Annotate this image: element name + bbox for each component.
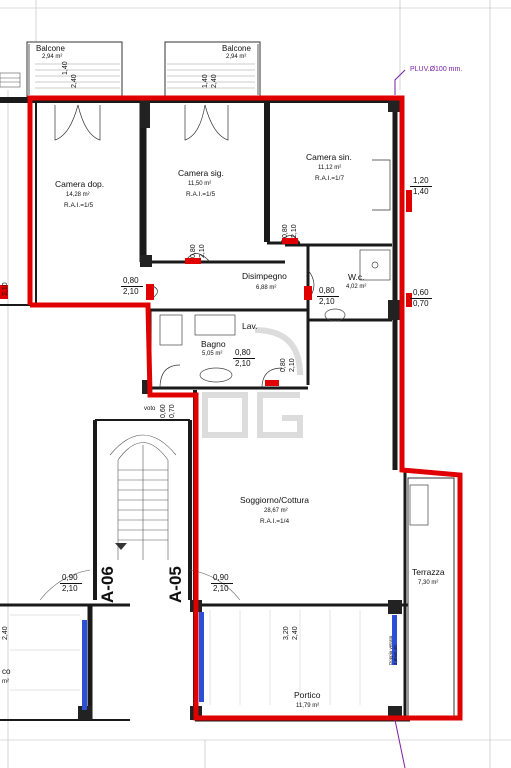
dim-door-wc-a: 0,80 <box>319 286 335 295</box>
portico-hatch <box>10 610 361 705</box>
dim-door-bagno-a: 0,80 <box>235 348 251 357</box>
dim-door-sig-a: 0,80 <box>190 244 197 258</box>
dim-entry-r-a: 0,90 <box>213 573 229 582</box>
dim-door-bagno2-b: 2,10 <box>289 358 296 372</box>
camera-sig-name: Camera sig. <box>178 168 224 178</box>
dim-door-wc-b: 2,10 <box>319 297 335 306</box>
dim-balc-r-b: 2,40 <box>211 74 218 88</box>
wc-area: 4,02 m² <box>346 284 367 290</box>
portico-name: Portico <box>294 690 321 700</box>
camera-sig-area: 11,50 m² <box>188 181 212 187</box>
door-markers <box>0 190 412 386</box>
dim-win-r-a: 1,20 <box>413 176 429 185</box>
dim-win-r-b: 1,40 <box>413 187 429 196</box>
left-partial-name: co <box>2 667 11 676</box>
dim-left-low: 2,40 <box>2 626 9 640</box>
apartment-boundary <box>27 95 463 721</box>
dim-entry-l-line <box>60 583 82 584</box>
balcone-right <box>164 41 261 98</box>
soggiorno-rai: R.A.I.=1/4 <box>260 518 290 525</box>
pluv-label: PLUV.Ø100 mm. <box>410 66 463 73</box>
dim-stair-door-a: 0,60 <box>160 404 167 418</box>
camera-sin-area: 11,12 m² <box>318 165 342 171</box>
dim-entry-r-line <box>211 583 233 584</box>
camera-dop-rai: R.A.I.=1/5 <box>64 202 94 209</box>
dim-door-dop-line <box>121 286 143 287</box>
fixtures <box>159 249 429 526</box>
section-a06: A-06 <box>98 566 117 603</box>
camera-sig-rai: R.A.I.=1/5 <box>186 191 216 198</box>
dim-balc-l-a: 1,40 <box>62 61 69 75</box>
dim-left-edge: 2,10 <box>2 282 9 296</box>
windows-blue <box>82 612 397 710</box>
disimpegno-name: Disimpegno <box>242 271 287 281</box>
dim-door-dop-a: 0,80 <box>123 276 139 285</box>
camera-dop-area: 14,28 m² <box>66 192 90 198</box>
dim-door-bagno2-a: 0,80 <box>280 358 287 372</box>
dim-entry-l-a: 0,90 <box>62 573 78 582</box>
left-steps <box>0 72 21 88</box>
left-partial-area: m² <box>2 679 9 685</box>
dim-win-r-line <box>410 186 432 187</box>
bagno-area: 5,05 m² <box>202 351 223 357</box>
dim-door-wc-line <box>317 296 339 297</box>
dim-door-sin-a: 0,80 <box>282 224 289 238</box>
camera-dop-name: Camera dop. <box>55 179 105 189</box>
camera-sin-rai: R.A.I.=1/7 <box>315 175 345 182</box>
dim-win-wc-line <box>410 298 432 299</box>
dim-door-bagno-line <box>233 358 255 359</box>
dim-entry-r-b: 2,10 <box>213 584 229 593</box>
lav-name: Lav. <box>242 321 258 331</box>
terrazza-name: Terrazza <box>412 567 445 577</box>
balcone-left-area: 2,94 m² <box>42 54 63 60</box>
dim-portico-b: 2,40 <box>292 626 299 640</box>
dim-balc-r-a: 1,40 <box>202 74 209 88</box>
dim-balc-l-b: 2,40 <box>71 74 78 88</box>
stairs <box>109 434 177 560</box>
section-a05: A-05 <box>166 566 185 603</box>
balcone-right-area: 2,94 m² <box>226 54 247 60</box>
vuoto-label: voto <box>144 406 156 412</box>
dim-win-wc-b: 0,70 <box>413 299 429 308</box>
terrazza-area: 7,30 m² <box>418 580 439 586</box>
soggiorno-area: 28,67 m² <box>264 508 288 514</box>
dim-door-bagno-b: 2,10 <box>235 359 251 368</box>
dim-stair-door-b: 0,70 <box>169 404 176 418</box>
watermark-logo <box>202 327 303 438</box>
terrazza-note: Doppia vetrata 3,80x0,40 <box>388 635 398 665</box>
walls <box>0 97 410 722</box>
dim-door-sig-b: 2,10 <box>199 244 206 258</box>
dim-door-dop-b: 2,10 <box>123 287 139 296</box>
portico-area: 11,79 m² <box>296 703 320 709</box>
camera-sin-name: Camera sin. <box>306 152 352 162</box>
disimpegno-area: 6,88 m² <box>256 285 277 291</box>
stair-arrow-icon <box>115 543 127 550</box>
balcone-left-name: Balcone <box>36 44 65 53</box>
dim-portico-a: 3,20 <box>283 626 290 640</box>
wc-name: W.c. <box>348 272 365 282</box>
dim-door-sin-b: 2,10 <box>291 224 298 238</box>
dim-entry-l-b: 2,10 <box>62 584 78 593</box>
soggiorno-name: Soggiorno/Cottura <box>240 495 309 505</box>
pluv-marker <box>394 69 406 768</box>
bagno-name: Bagno <box>201 339 226 349</box>
dim-win-wc-a: 0,60 <box>413 288 429 297</box>
balcone-right-name: Balcone <box>222 44 251 53</box>
